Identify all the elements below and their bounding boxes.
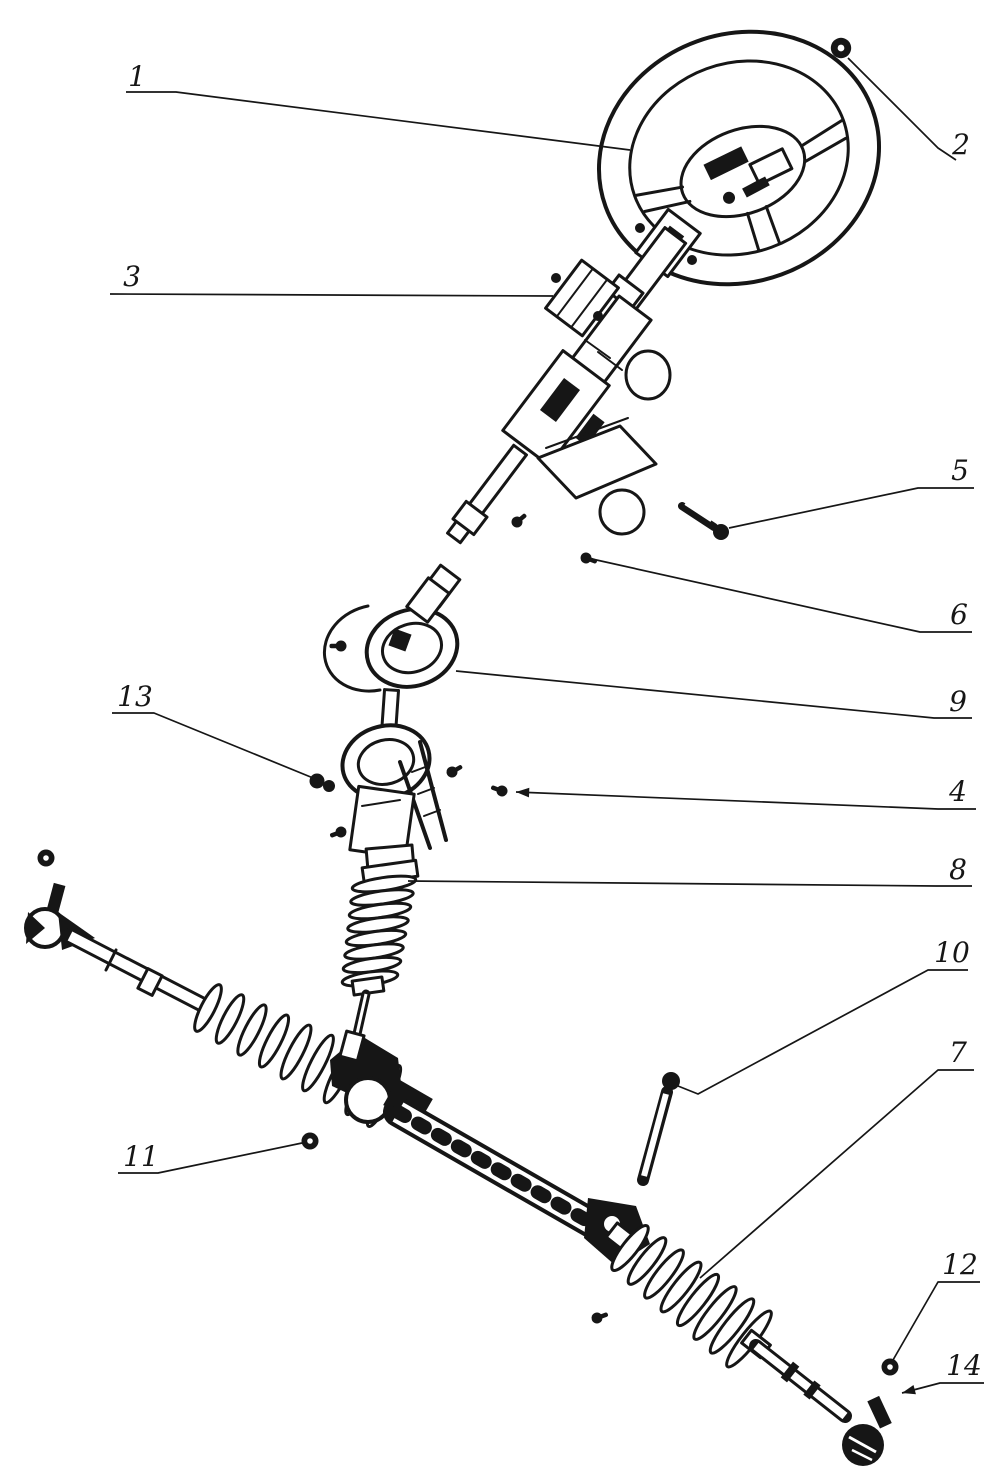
callout-label-10: 10 <box>934 936 970 969</box>
lower-universal-joint <box>340 723 448 873</box>
callout-label-4: 4 <box>948 775 967 808</box>
screw-c <box>444 761 465 780</box>
control-unit-box <box>536 417 658 536</box>
bolt-5 <box>678 502 729 540</box>
callout-label-7: 7 <box>949 1036 967 1069</box>
leader-line-1 <box>126 91 631 151</box>
leader-line-2 <box>847 57 957 161</box>
leader-line-7 <box>699 1069 974 1279</box>
screw-a <box>509 510 530 530</box>
callout-14: 14 <box>901 1349 984 1395</box>
nut-11 <box>301 1132 319 1150</box>
leader-line-11 <box>118 1142 303 1174</box>
callout-3: 3 <box>109 260 554 297</box>
leader-line-5 <box>728 487 974 529</box>
bolt-13 <box>309 773 335 792</box>
nut-12 <box>881 1358 899 1376</box>
callout-6: 6 <box>591 558 972 633</box>
callout-label-13: 13 <box>117 680 153 713</box>
callout-11: 11 <box>118 1140 303 1174</box>
screw-b <box>329 640 347 652</box>
callout-label-12: 12 <box>942 1248 978 1281</box>
callout-label-5: 5 <box>951 454 969 487</box>
bolt-10 <box>637 1072 680 1186</box>
right-rack-boot <box>604 1221 773 1369</box>
callout-4: 4 <box>515 775 976 810</box>
callout-9: 9 <box>455 670 972 719</box>
leader-line-4 <box>515 791 976 810</box>
leader-line-12 <box>892 1281 980 1361</box>
screw-4 <box>489 781 510 799</box>
right-tie-rod-end <box>749 1339 892 1466</box>
nut-2 <box>830 37 852 59</box>
leader-line-8 <box>407 880 972 887</box>
leader-arrowhead-4 <box>516 787 530 798</box>
column-clamp <box>544 258 620 338</box>
leader-line-3 <box>109 293 554 297</box>
callout-5: 5 <box>728 454 974 529</box>
fasteners <box>301 37 899 1376</box>
leader-arrowhead-14 <box>902 1385 916 1395</box>
leader-line-10 <box>677 969 968 1095</box>
callout-12: 12 <box>892 1248 980 1361</box>
callout-label-2: 2 <box>951 128 970 161</box>
callout-label-6: 6 <box>950 598 968 631</box>
callout-label-14: 14 <box>946 1349 982 1382</box>
callout-1: 1 <box>126 60 631 151</box>
steering-wheel <box>596 29 882 287</box>
upper-universal-joint <box>322 576 460 736</box>
callout-label-9: 9 <box>949 685 967 718</box>
intermediate-shaft-boot <box>340 858 420 1061</box>
callout-10: 10 <box>677 936 970 1095</box>
callout-2: 2 <box>847 57 970 161</box>
callout-label-3: 3 <box>123 260 141 293</box>
callout-13: 13 <box>112 680 319 781</box>
leader-line-6 <box>591 558 972 633</box>
callout-label-8: 8 <box>949 853 967 886</box>
assist-motor <box>501 349 672 467</box>
leader-line-13 <box>112 712 319 781</box>
leader-line-9 <box>455 670 972 719</box>
screw-d <box>328 824 349 842</box>
callout-8: 8 <box>407 853 972 887</box>
pinion-housing <box>330 1029 433 1125</box>
callout-label-1: 1 <box>128 60 146 93</box>
callout-7: 7 <box>699 1036 974 1279</box>
steering-column <box>418 207 702 609</box>
screw-e <box>589 1308 610 1326</box>
callout-label-11: 11 <box>123 1140 159 1173</box>
left-tie-rod-end <box>24 849 213 1014</box>
